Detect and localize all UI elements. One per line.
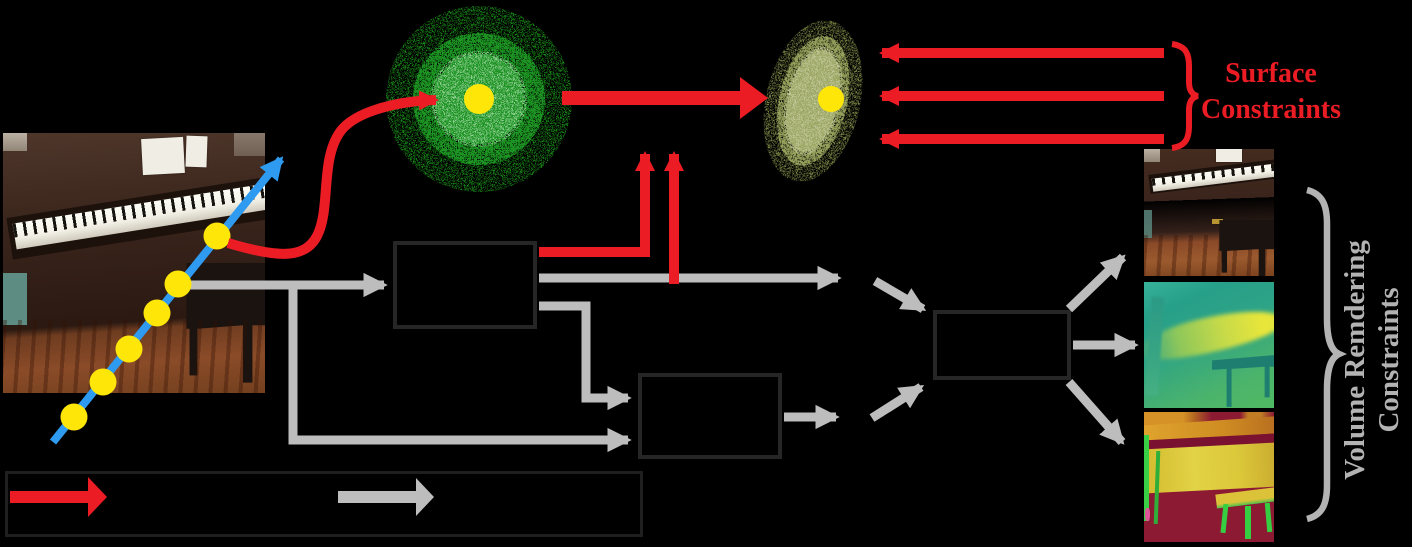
- ray-sample-point: [143, 299, 171, 327]
- sheet-music: [1215, 149, 1242, 162]
- wall-patch: [1144, 149, 1160, 162]
- ray-sample-point: [115, 335, 143, 363]
- green-gaussian-point-cloud: [386, 6, 572, 192]
- arrow-mlp1-to-gaussian: [539, 151, 655, 257]
- arrow-input-to-mlp2: [288, 285, 632, 453]
- rendered-rgb-image: [1144, 149, 1274, 276]
- surface-constraints-brace: [1171, 41, 1199, 151]
- mlp-box-1: [393, 241, 537, 329]
- legend-gray-arrow: [338, 478, 434, 516]
- ray-sample-point: [203, 222, 231, 250]
- camera-ray: [49, 156, 285, 445]
- arrow-mlp1-to-mlp2: [539, 301, 632, 411]
- gaussian-mean-point: [818, 86, 844, 112]
- wall-patch: [3, 133, 27, 152]
- ray-sample-points: [60, 222, 231, 431]
- arrow-into-renderer-bottom: [869, 383, 925, 422]
- gray-connectors: [190, 253, 1139, 453]
- legend-red-arrow: [10, 477, 107, 517]
- surface-constraints-label: Surface Constraints: [1196, 56, 1346, 128]
- ray-sample-point: [164, 270, 192, 298]
- cabinet: [3, 273, 27, 326]
- normal-pink-speck: [1145, 508, 1150, 522]
- arrow-gaussian-to-gaussian-head: [740, 77, 768, 119]
- rendered-depth-map: [1144, 282, 1274, 408]
- ray-sample-point: [60, 403, 88, 431]
- arrow-into-renderer-top: [872, 277, 927, 313]
- surface-constraints-line2: Constraints: [1200, 94, 1341, 125]
- arrow-renderer-to-normal: [1065, 379, 1126, 445]
- cabinet: [1144, 209, 1152, 238]
- red-arrows: [226, 43, 1164, 284]
- volume-constraints-brace: [1305, 186, 1347, 523]
- legend-box: [5, 471, 643, 537]
- mlp-box-2: [638, 373, 782, 459]
- wall-patch: [233, 133, 265, 157]
- renderer-box: [933, 310, 1071, 380]
- normal-edge-green: [1144, 435, 1150, 522]
- ray-sample-point: [89, 368, 117, 396]
- olive-gaussian-point-cloud: [763, 20, 863, 182]
- rendered-normal-map: [1144, 412, 1274, 542]
- piano-pedals: [1211, 218, 1224, 224]
- arrow-sample-to-gaussian: [226, 90, 439, 259]
- surface-constraints-line1: Surface: [1225, 58, 1317, 89]
- gaussian-mean-point: [464, 84, 494, 114]
- arrow-renderer-to-rgb: [1065, 253, 1127, 313]
- normal-bench-leg: [1245, 505, 1251, 540]
